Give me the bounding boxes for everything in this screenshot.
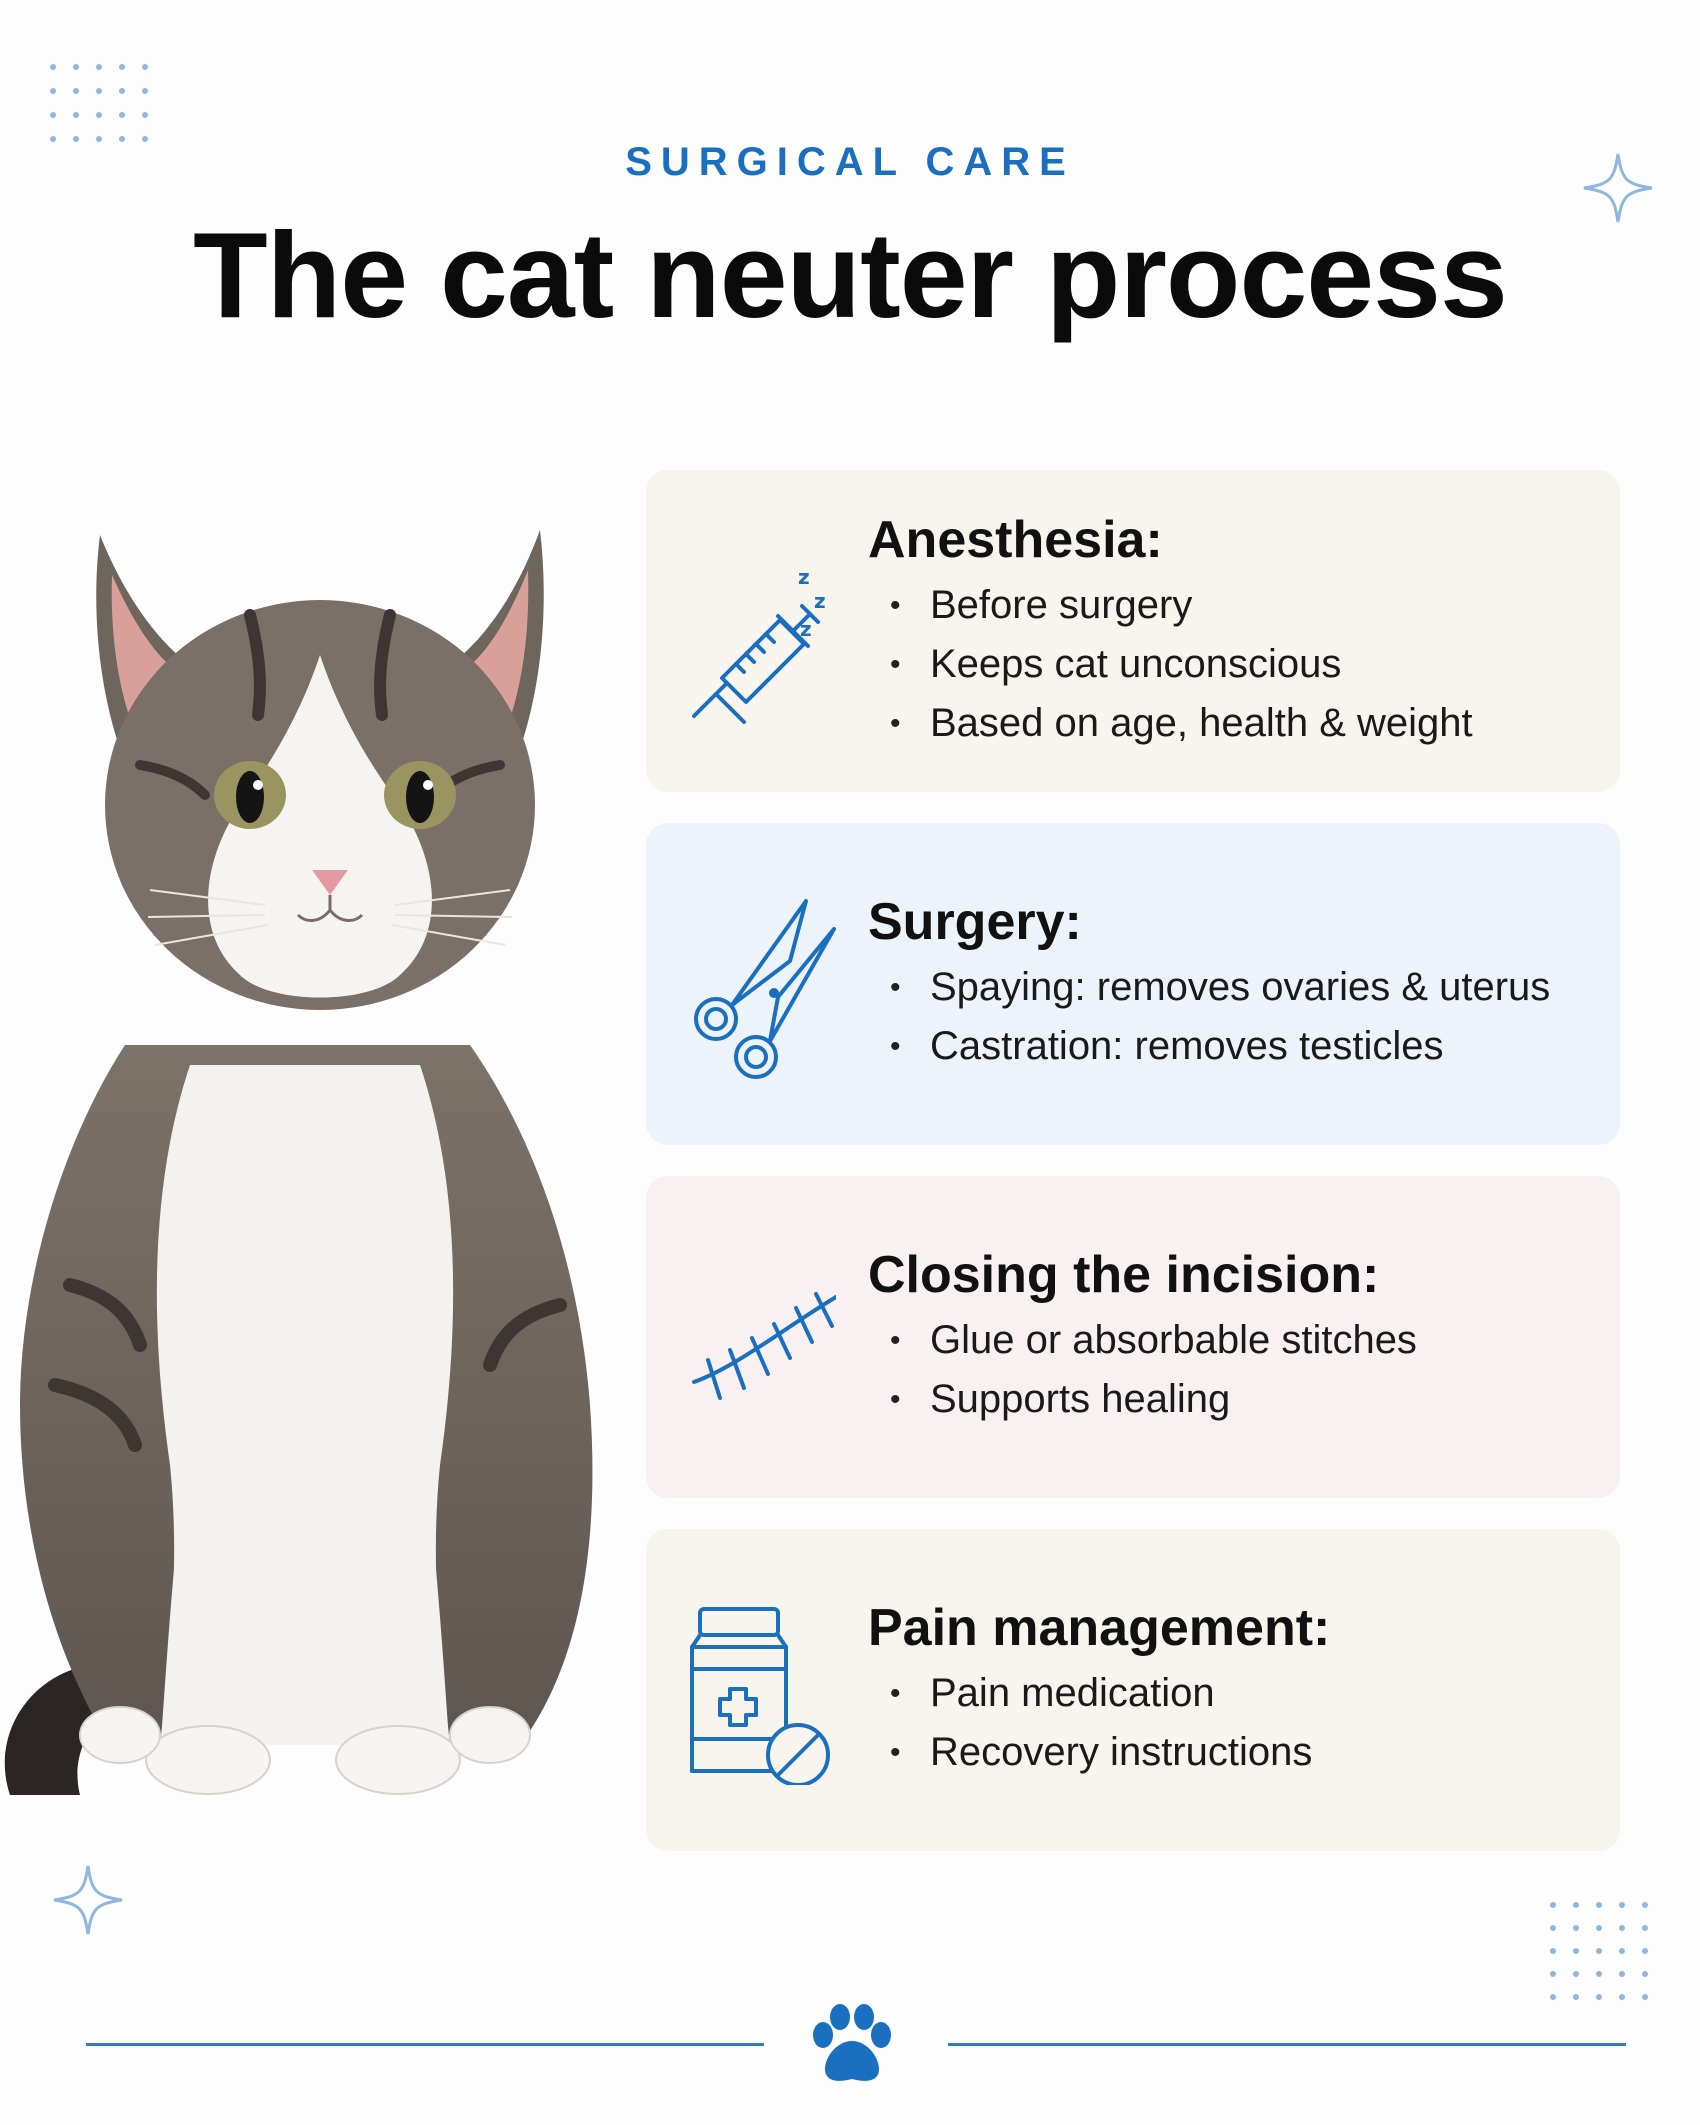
stitches-icon bbox=[686, 1242, 838, 1432]
step-card-surgery: Surgery: Spaying: removes ovaries & uter… bbox=[646, 823, 1620, 1145]
step-card-pain-management: Pain management: Pain medication Recover… bbox=[646, 1529, 1620, 1851]
list-item: Castration: removes testicles bbox=[868, 1017, 1590, 1076]
footer-divider-left bbox=[86, 2043, 764, 2046]
sparkle-icon bbox=[1580, 150, 1656, 231]
dot-grid-top-left bbox=[48, 62, 168, 152]
page-title: The cat neuter process bbox=[193, 207, 1508, 343]
card-title: Closing the incision: bbox=[868, 1246, 1380, 1304]
list-item: Based on age, health & weight bbox=[868, 694, 1590, 753]
card-title: Surgery: bbox=[868, 893, 1082, 951]
bullet-list: Before surgery Keeps cat unconscious Bas… bbox=[868, 576, 1590, 753]
cat-photo bbox=[0, 505, 620, 1815]
svg-text:z: z bbox=[798, 565, 810, 589]
card-title: Anesthesia: bbox=[868, 510, 1163, 569]
list-item: Spaying: removes ovaries & uterus bbox=[868, 958, 1590, 1017]
list-item: Recovery instructions bbox=[868, 1723, 1590, 1782]
medicine-bottle-icon bbox=[686, 1595, 836, 1787]
bullet-list: Glue or absorbable stitches Supports hea… bbox=[868, 1311, 1590, 1429]
syringe-icon: z z z bbox=[686, 536, 836, 726]
section-eyebrow: SURGICAL CARE bbox=[625, 140, 1075, 184]
list-item: Keeps cat unconscious bbox=[868, 635, 1590, 694]
svg-text:z: z bbox=[800, 617, 812, 641]
footer-divider-right bbox=[948, 2043, 1626, 2046]
card-title: Pain management: bbox=[868, 1599, 1331, 1657]
list-item: Pain medication bbox=[868, 1664, 1590, 1723]
bullet-list: Pain medication Recovery instructions bbox=[868, 1664, 1590, 1782]
sparkle-icon bbox=[50, 1862, 126, 1943]
step-card-closing-incision: Closing the incision: Glue or absorbable… bbox=[646, 1176, 1620, 1498]
step-card-anesthesia: z z z Anesthesia: Before surgery Keeps c… bbox=[646, 470, 1620, 792]
scissors-icon bbox=[686, 889, 836, 1079]
list-item: Before surgery bbox=[868, 576, 1590, 635]
list-item: Glue or absorbable stitches bbox=[868, 1311, 1590, 1370]
paw-icon bbox=[807, 2003, 897, 2087]
dot-grid-bottom-right bbox=[1548, 1900, 1668, 2010]
list-item: Supports healing bbox=[868, 1370, 1590, 1429]
svg-text:z: z bbox=[814, 589, 826, 613]
bullet-list: Spaying: removes ovaries & uterus Castra… bbox=[868, 958, 1590, 1076]
